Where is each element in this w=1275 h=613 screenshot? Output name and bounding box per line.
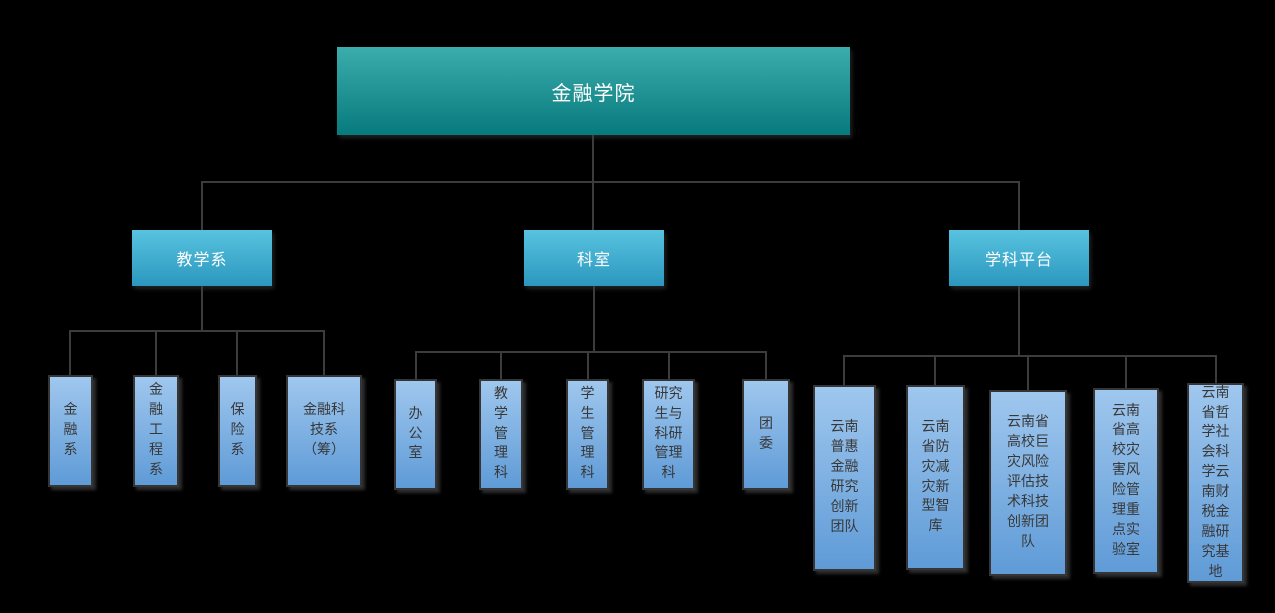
node-general-office: 办 公 室 bbox=[394, 379, 437, 490]
node-finance-dept: 金 融 系 bbox=[48, 375, 93, 487]
connector-line bbox=[201, 181, 1020, 183]
node-teaching-departments: 教学系 bbox=[132, 230, 272, 286]
node-disaster-reduction-think-tank: 云南 省防 灾减 灾新 型智 库 bbox=[906, 385, 965, 570]
node-offices: 科室 bbox=[524, 230, 664, 286]
connector-line bbox=[1018, 181, 1020, 230]
node-teaching-admin-section: 教 学 管 理 科 bbox=[479, 379, 523, 490]
node-insurance-dept: 保 险 系 bbox=[218, 375, 257, 487]
connector-line bbox=[415, 351, 417, 379]
node-discipline-platforms: 学科平台 bbox=[949, 230, 1089, 286]
node-philosophy-social-science-base: 云南 省哲 学社 会科 学云 南财 税金 融研 究基 地 bbox=[1187, 383, 1244, 583]
connector-line bbox=[843, 355, 1217, 357]
node-finance-college: 金融学院 bbox=[337, 47, 850, 135]
connector-line bbox=[592, 181, 594, 230]
connector-line bbox=[69, 330, 71, 375]
connector-line bbox=[593, 286, 595, 351]
node-disaster-risk-management-lab: 云南 省高 校灾 害风 险管 理重 点实 验室 bbox=[1093, 388, 1159, 574]
node-inclusive-finance-research-team: 云南 普惠 金融 研究 创新 团队 bbox=[813, 385, 876, 571]
node-graduate-research-admin-section: 研究 生与 科研 管理 科 bbox=[642, 379, 695, 490]
node-youth-league-committee: 团 委 bbox=[742, 379, 790, 490]
connector-line bbox=[155, 330, 157, 375]
connector-line bbox=[201, 181, 203, 230]
connector-line bbox=[843, 355, 845, 385]
connector-line bbox=[69, 330, 325, 332]
connector-line bbox=[592, 135, 594, 181]
connector-line bbox=[934, 355, 936, 385]
connector-line bbox=[765, 351, 767, 379]
node-fintech-dept-preparatory: 金融科 技系 （筹） bbox=[286, 375, 362, 487]
node-catastrophe-risk-assessment-team: 云南省 高校巨 灾风险 评估技 术科技 创新团 队 bbox=[989, 390, 1067, 576]
connector-line bbox=[323, 330, 325, 375]
connector-line bbox=[415, 351, 767, 353]
node-financial-engineering-dept: 金 融 工 程 系 bbox=[133, 375, 179, 487]
connector-line bbox=[1125, 355, 1127, 388]
connector-line bbox=[500, 351, 502, 379]
connector-line bbox=[1027, 355, 1029, 390]
connector-line bbox=[201, 286, 203, 330]
connector-line bbox=[587, 351, 589, 379]
connector-line bbox=[1018, 286, 1020, 355]
connector-line bbox=[1215, 355, 1217, 383]
connector-line bbox=[668, 351, 670, 379]
node-student-admin-section: 学 生 管 理 科 bbox=[566, 379, 609, 490]
connector-line bbox=[236, 330, 238, 375]
